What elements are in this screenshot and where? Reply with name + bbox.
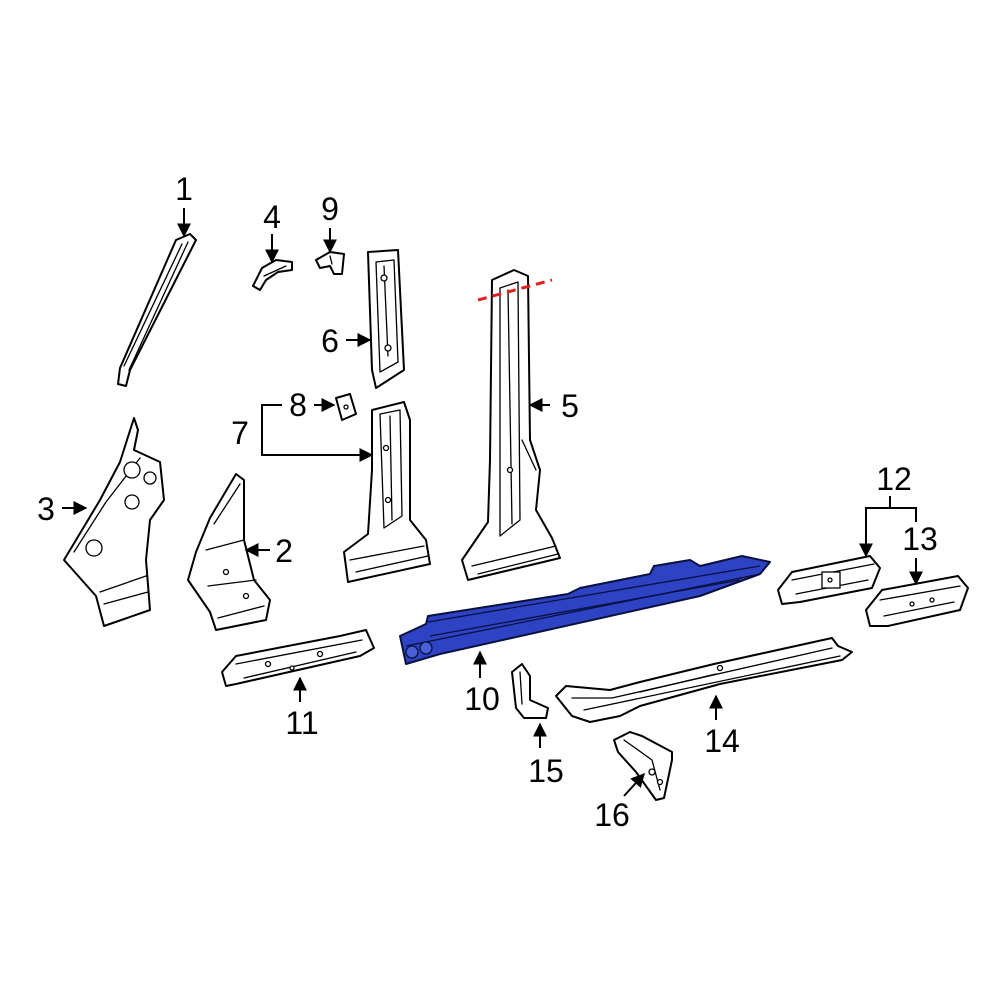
callout-5: 5 xyxy=(561,388,579,424)
callout-10: 10 xyxy=(464,681,500,717)
cut-line xyxy=(477,278,553,302)
part-14-rocker-inner[interactable] xyxy=(555,637,853,723)
callout-14: 14 xyxy=(704,723,740,759)
part-9-bracket[interactable] xyxy=(315,251,345,275)
callout-6: 6 xyxy=(321,323,339,359)
callout-4: 4 xyxy=(263,199,281,235)
callout-13: 13 xyxy=(902,521,938,557)
part-2-pillar-lower-inner[interactable] xyxy=(187,473,271,631)
part-3-hinge-pillar[interactable] xyxy=(63,417,165,627)
part-13-reinforcement[interactable] xyxy=(865,575,969,627)
part-15-bracket[interactable] xyxy=(511,663,549,719)
callout-labels: 1 2 3 4 5 6 7 8 9 10 11 12 13 14 15 16 xyxy=(37,171,938,833)
part-10-rocker-panel[interactable] xyxy=(399,555,771,665)
part-6-pillar-inner-upper[interactable] xyxy=(367,249,405,389)
callout-16: 16 xyxy=(594,797,630,833)
callout-8: 8 xyxy=(289,387,307,423)
part-1-pillar-strip[interactable] xyxy=(117,233,197,387)
part-8-plate[interactable] xyxy=(335,393,357,421)
part-11-reinforcement[interactable] xyxy=(221,629,375,687)
callout-2: 2 xyxy=(275,533,293,569)
part-12-reinforcement[interactable] xyxy=(777,555,881,605)
leader-lines xyxy=(62,208,923,797)
part-5-pillar-outer[interactable] xyxy=(461,269,561,581)
callout-15: 15 xyxy=(528,753,564,789)
callout-9: 9 xyxy=(321,191,339,227)
callout-1: 1 xyxy=(175,171,193,207)
callout-11: 11 xyxy=(285,705,318,741)
callout-12: 12 xyxy=(876,461,912,497)
callout-3: 3 xyxy=(37,491,55,527)
part-4-bracket[interactable] xyxy=(252,259,293,291)
part-16-bracket[interactable] xyxy=(613,731,673,801)
part-7-pillar-reinforcement[interactable] xyxy=(343,401,431,583)
callout-7: 7 xyxy=(231,415,249,451)
